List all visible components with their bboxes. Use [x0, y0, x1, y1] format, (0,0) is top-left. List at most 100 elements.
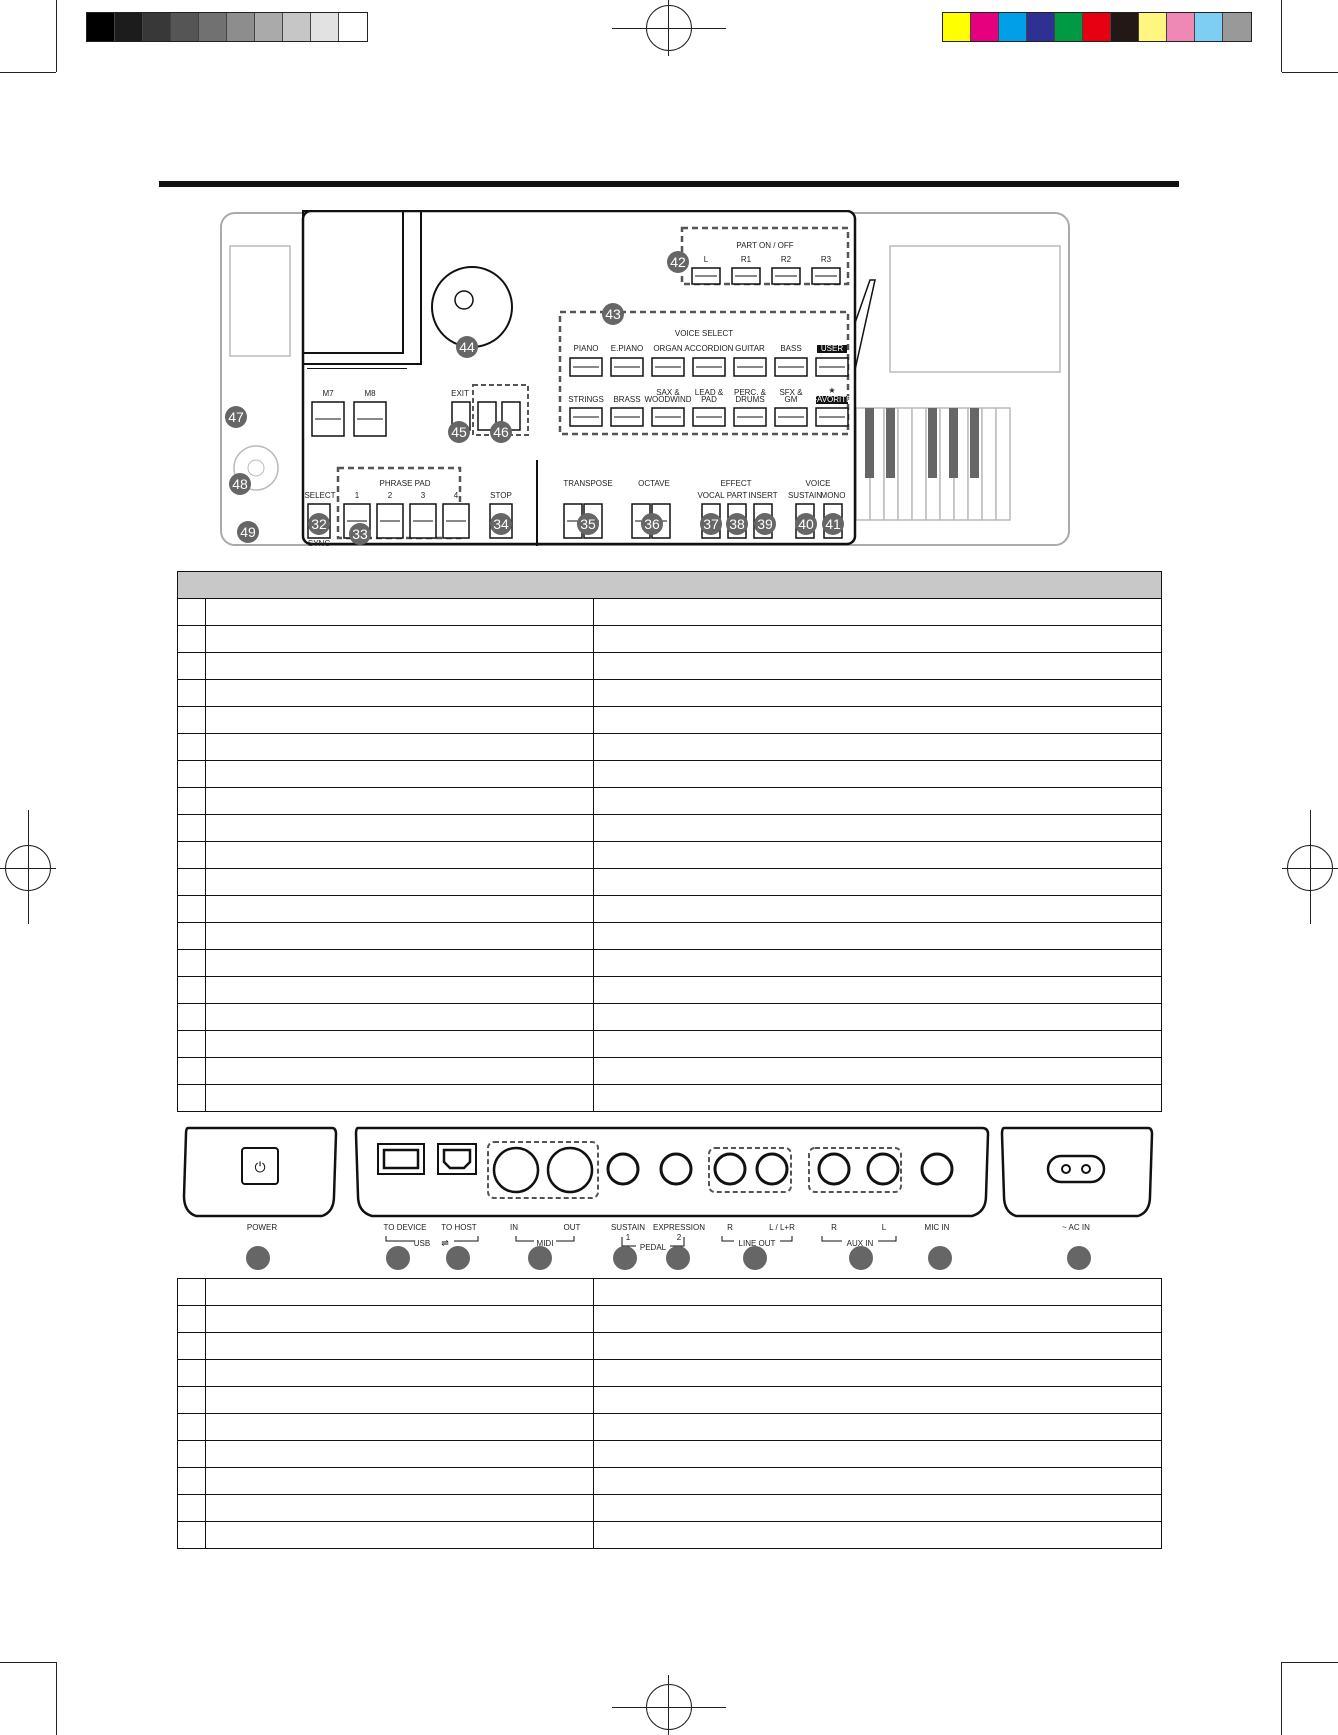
callout-number: 34 [493, 516, 509, 532]
line-out-r-label: R [727, 1223, 733, 1232]
table-row [177, 922, 1162, 950]
table-row [177, 1521, 1162, 1549]
power-label: POWER [247, 1223, 277, 1232]
table-cell [205, 895, 594, 923]
pad-label: 1 [355, 491, 360, 500]
gray-swatch [199, 13, 227, 41]
table-cell [177, 1467, 206, 1495]
table-cell [205, 1494, 594, 1522]
color-swatch [1111, 13, 1139, 41]
table-row [177, 1084, 1162, 1112]
crop-mark [56, 0, 57, 72]
voice-function-label: SUSTAIN [788, 491, 822, 500]
effect-label: VOCAL [697, 491, 725, 500]
table-cell [177, 1386, 206, 1414]
callout-number: 36 [644, 516, 660, 532]
table-row [177, 1413, 1162, 1441]
table-cell [205, 1332, 594, 1360]
table-cell [593, 1084, 1162, 1112]
table-cell [593, 1305, 1162, 1333]
table-cell [205, 1359, 594, 1387]
midi-out-label: OUT [564, 1223, 581, 1232]
section-rule [159, 181, 1179, 187]
table-cell [593, 1413, 1162, 1441]
table-cell [593, 976, 1162, 1004]
aux-in-label: AUX IN [847, 1239, 874, 1248]
table-cell [593, 949, 1162, 977]
effect-label: INSERT [748, 491, 777, 500]
gray-swatch [143, 13, 171, 41]
voice-label: STRINGS [568, 395, 604, 404]
table-cell [177, 1278, 206, 1306]
table-cell [205, 1278, 594, 1306]
voice-label: GM [785, 395, 798, 404]
voice-label: BRASS [613, 395, 640, 404]
gray-swatch [87, 13, 115, 41]
table-cell [205, 1057, 594, 1085]
voice-label: BASS [780, 344, 801, 353]
crop-mark [0, 72, 56, 73]
table-cell [205, 814, 594, 842]
table-row [177, 706, 1162, 734]
table-cell [593, 1521, 1162, 1549]
table-cell [177, 625, 206, 653]
sustain-number: 1 [626, 1233, 631, 1242]
part-on-off-title: PART ON / OFF [736, 241, 793, 250]
effect-title: EFFECT [720, 479, 751, 488]
color-swatch [1167, 13, 1195, 41]
line-out-label: LINE OUT [739, 1239, 776, 1248]
table-row [177, 1440, 1162, 1468]
aux-in-r-label: R [831, 1223, 837, 1232]
voice-favorite-label: FAVORITE [813, 395, 852, 404]
midi-in-label: IN [510, 1223, 518, 1232]
table-row [177, 1003, 1162, 1031]
part-label: R1 [741, 255, 752, 264]
voice-label: E.PIANO [611, 344, 643, 353]
usb-label: USB [414, 1239, 430, 1248]
callout-number: 47 [228, 409, 244, 425]
part-label: R3 [821, 255, 832, 264]
table-cell [205, 787, 594, 815]
table-cell [177, 895, 206, 923]
callout-marker [490, 421, 512, 443]
table-cell [593, 679, 1162, 707]
registration-line [668, 0, 669, 56]
expression-number: 2 [677, 1233, 682, 1242]
table-row [177, 841, 1162, 869]
callout-marker [308, 513, 330, 535]
callout-number: 41 [825, 516, 841, 532]
table-cell [205, 922, 594, 950]
table-cell [205, 625, 594, 653]
voice-label: GUITAR [735, 344, 765, 353]
table-cell [177, 760, 206, 788]
table-row [177, 814, 1162, 842]
voice-label: PERC. & [734, 388, 767, 397]
voice-function-label: MONO [821, 491, 846, 500]
crop-mark [1281, 0, 1282, 72]
voice-label: ACCORDION [685, 344, 734, 353]
crop-mark [0, 1662, 56, 1663]
voice-label: LEAD & [695, 388, 724, 397]
table-cell [205, 733, 594, 761]
table-cell [205, 706, 594, 734]
octave-label: OCTAVE [638, 479, 670, 488]
table-cell [593, 787, 1162, 815]
table-row [177, 1467, 1162, 1495]
crop-mark [1281, 1662, 1282, 1735]
table-cell [177, 1057, 206, 1085]
callout-number: 43 [605, 306, 621, 322]
callout-marker [602, 303, 624, 325]
registration-line [1310, 810, 1311, 924]
table-cell [593, 1057, 1162, 1085]
table-cell [177, 1494, 206, 1522]
pad-label: 2 [388, 491, 393, 500]
effect-label: PART [727, 491, 748, 500]
aux-in-l-label: L [882, 1223, 887, 1232]
table-cell [177, 814, 206, 842]
crop-mark [1282, 1662, 1338, 1663]
color-swatch [1223, 13, 1251, 41]
to-host-label: TO HOST [441, 1223, 477, 1232]
table-row [177, 949, 1162, 977]
table-cell [177, 706, 206, 734]
color-swatch [943, 13, 971, 41]
